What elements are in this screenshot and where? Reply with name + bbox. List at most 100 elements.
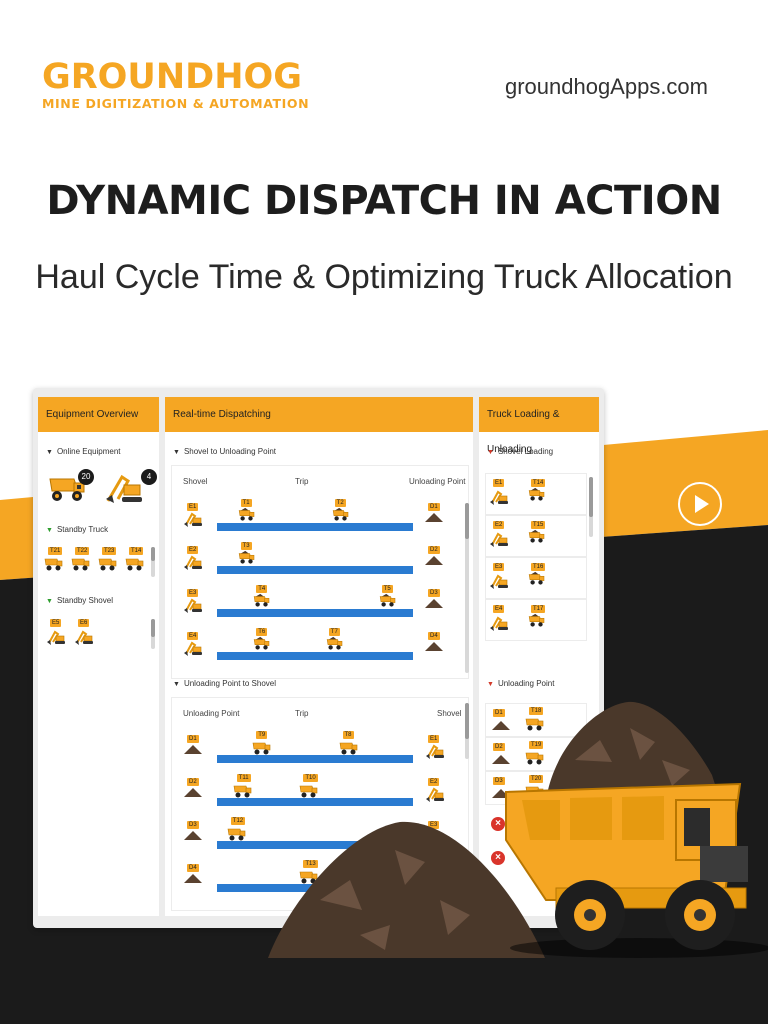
realtime-dispatching-header: Real-time Dispatching [165, 397, 473, 432]
shovel-to-unloading-toggle[interactable]: ▼Shovel to Unloading Point [173, 447, 276, 456]
excavator-icon[interactable] [425, 743, 445, 759]
excavator-icon[interactable] [425, 829, 445, 845]
collapse-arrow-icon: ▼ [46, 527, 53, 534]
unloading-to-shovel-label: Unloading Point to Shovel [183, 679, 276, 688]
excavator-icon[interactable] [489, 573, 509, 589]
trip-progress-bar [217, 523, 413, 531]
excavator-icon[interactable] [489, 489, 509, 505]
scrollbar[interactable] [151, 619, 155, 649]
excavator-icon[interactable] [425, 786, 445, 802]
haul-truck-icon[interactable] [233, 784, 253, 798]
dump-pile-icon [184, 745, 202, 754]
website-link[interactable]: groundhogApps.com [504, 74, 708, 99]
trip-progress-bar [217, 798, 413, 806]
haul-truck-icon[interactable] [378, 593, 398, 607]
haul-truck-icon[interactable] [252, 741, 272, 755]
truck-id-tag: T21 [48, 547, 63, 555]
haul-truck-icon[interactable] [525, 785, 545, 799]
excavator-icon[interactable] [74, 629, 94, 645]
unloading-point-toggle[interactable]: ▼Unloading Point [487, 679, 554, 688]
logo-tagline: MINE DIGITIZATION & AUTOMATION [42, 96, 310, 111]
truck-id-tag: T17 [531, 605, 546, 613]
online-shovel-count-badge: 4 [141, 469, 157, 485]
scrollbar[interactable] [465, 503, 469, 673]
excavator-icon[interactable] [183, 511, 203, 527]
haul-truck-icon[interactable] [71, 557, 91, 571]
truck-id-tag: T14 [129, 547, 144, 555]
collapse-arrow-icon: ▼ [487, 449, 494, 456]
shovel-loading-toggle[interactable]: ▼Shovel Loading [487, 447, 553, 456]
haul-truck-icon[interactable] [252, 593, 272, 607]
excavator-icon[interactable] [46, 629, 66, 645]
excavator-icon[interactable] [183, 640, 203, 656]
haul-truck-icon[interactable] [525, 751, 545, 765]
dump-pile-icon [425, 556, 443, 565]
haul-truck-icon[interactable] [331, 507, 351, 521]
truck-id-tag: T6 [256, 628, 268, 636]
unloading-point-tag: D1 [493, 709, 505, 717]
dump-pile-icon [492, 755, 510, 764]
scrollbar[interactable] [465, 703, 469, 759]
unloading-point-tag: D2 [187, 778, 199, 786]
shovel-id-tag: E4 [187, 632, 199, 640]
trip-progress-bar [217, 566, 413, 574]
truck-id-tag: T16 [531, 563, 546, 571]
haul-truck-icon[interactable] [125, 557, 145, 571]
col-header-shovel: Shovel [437, 709, 462, 718]
col-header-unloading-point: Unloading Point [409, 477, 466, 486]
online-equipment-toggle[interactable]: ▼Online Equipment [46, 447, 121, 456]
shovel-id-tag: E3 [428, 821, 440, 829]
excavator-icon[interactable] [425, 872, 445, 888]
truck-id-tag: T8 [342, 731, 354, 739]
scrollbar[interactable] [151, 547, 155, 577]
shovel-id-tag: E1 [428, 735, 440, 743]
truck-id-tag: T18 [529, 707, 544, 715]
dump-pile-icon [425, 642, 443, 651]
unloading-point-tag: D3 [428, 589, 440, 597]
groundhog-logo[interactable]: GROUNDHOG MINE DIGITIZATION & AUTOMATION [42, 58, 309, 111]
shovel-loading-label: Shovel Loading [497, 447, 554, 456]
play-icon [695, 495, 709, 513]
truck-id-tag: T1 [240, 499, 252, 507]
haul-truck-icon[interactable] [527, 571, 547, 585]
haul-truck-icon[interactable] [299, 870, 319, 884]
unloading-point-tag: D1 [187, 735, 199, 743]
haul-truck-icon[interactable] [527, 529, 547, 543]
haul-truck-icon[interactable] [237, 507, 257, 521]
play-video-button[interactable] [678, 482, 722, 526]
haul-truck-icon[interactable] [98, 557, 118, 571]
haul-truck-icon[interactable] [339, 741, 359, 755]
trip-progress-bar [217, 755, 413, 763]
shovel-id-tag: E1 [187, 503, 199, 511]
truck-id-tag: T3 [240, 542, 252, 550]
standby-shovel-toggle[interactable]: ▼Standby Shovel [46, 596, 113, 605]
error-icon: × [491, 817, 505, 831]
excavator-icon[interactable] [183, 554, 203, 570]
dump-pile-icon [184, 788, 202, 797]
haul-truck-icon[interactable] [527, 613, 547, 627]
unloading-point-tag: D2 [493, 743, 505, 751]
page-title: DYNAMIC DISPATCH IN ACTION [46, 178, 722, 224]
unloading-point-tag: D3 [187, 821, 199, 829]
haul-truck-icon[interactable] [252, 636, 272, 650]
unloading-to-shovel-toggle[interactable]: ▼Unloading Point to Shovel [173, 679, 276, 688]
standby-truck-toggle[interactable]: ▼Standby Truck [46, 525, 108, 534]
scrollbar[interactable] [589, 477, 593, 537]
haul-truck-icon[interactable] [237, 550, 257, 564]
haul-truck-icon[interactable] [44, 557, 64, 571]
col-header-unloading-point: Unloading Point [183, 709, 240, 718]
haul-truck-icon[interactable] [527, 487, 547, 501]
excavator-icon[interactable] [489, 615, 509, 631]
dump-pile-icon [184, 831, 202, 840]
haul-truck-icon[interactable] [299, 784, 319, 798]
haul-truck-icon[interactable] [227, 827, 247, 841]
dump-pile-icon [425, 513, 443, 522]
truck-id-tag: T14 [531, 479, 546, 487]
shovel-id-tag: E5 [50, 619, 62, 627]
excavator-icon[interactable] [183, 597, 203, 613]
haul-truck-icon[interactable] [325, 636, 345, 650]
online-truck-count-badge: 20 [78, 469, 94, 485]
shovel-id-tag: E1 [493, 479, 505, 487]
haul-truck-icon[interactable] [525, 717, 545, 731]
excavator-icon[interactable] [489, 531, 509, 547]
